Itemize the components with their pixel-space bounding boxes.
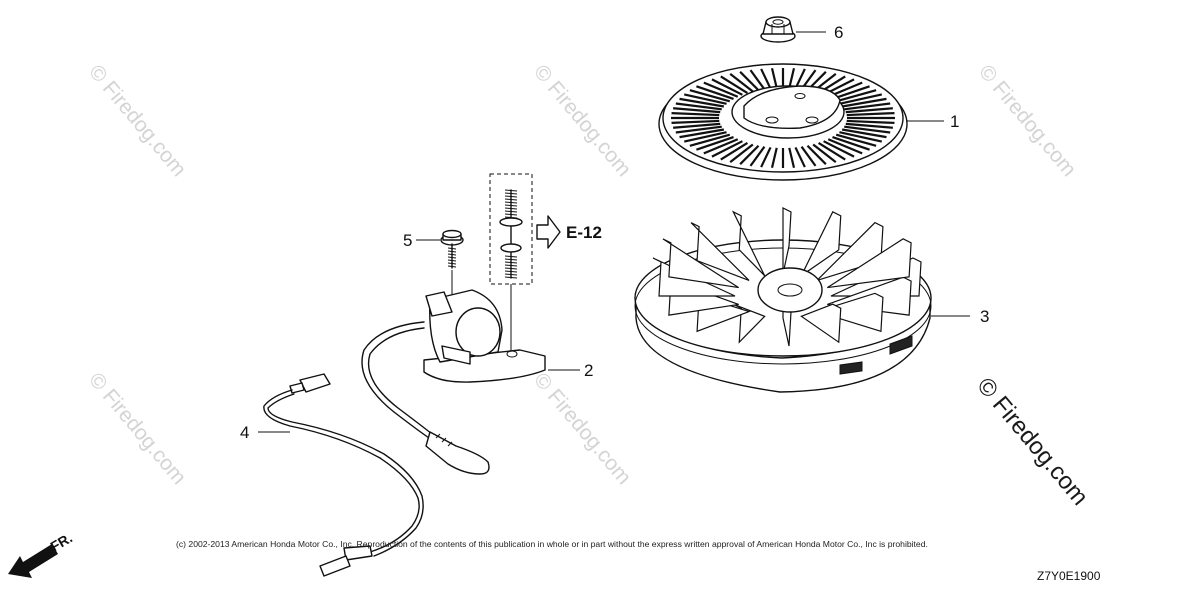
callout-5: 5 [403, 231, 412, 250]
front-direction-indicator: FR. [8, 529, 75, 578]
watermark-bottom-left: © Firedog.com [84, 368, 190, 489]
part-2-ignition-coil [361, 289, 580, 475]
diagram-code: Z7Y0E1900 [1037, 569, 1101, 583]
watermark-top-right: © Firedog.com [974, 60, 1080, 181]
reference-arrow-icon [536, 215, 561, 249]
callout-labels: 1 2 3 4 5 6 [240, 23, 989, 442]
copyright-notice: (c) 2002-2013 American Honda Motor Co., … [176, 539, 928, 549]
reference-label: E-12 [566, 223, 602, 242]
part-1-cooling-screen [658, 63, 944, 181]
watermark-top-left: © Firedog.com [84, 60, 190, 181]
callout-3: 3 [980, 307, 989, 326]
screen-slots [671, 67, 895, 169]
flywheel-fins [652, 207, 922, 347]
part-3-flywheel [634, 207, 970, 393]
part-4-stop-wire [258, 373, 424, 577]
callout-2: 2 [584, 361, 593, 380]
bolt-threads [447, 247, 457, 268]
watermark-prominent: © Firedog.com [971, 373, 1093, 511]
bolt-assembly: E-12 [489, 173, 602, 352]
watermark-bottom-center: © Firedog.com [529, 368, 635, 489]
watermark-top-center: © Firedog.com [529, 60, 635, 181]
part-5-bolt [416, 229, 464, 300]
stud-threads [504, 189, 518, 279]
part-6-flange-nut [760, 16, 826, 43]
callout-6: 6 [834, 23, 843, 42]
callout-1: 1 [950, 112, 959, 131]
front-arrow-icon [8, 544, 58, 578]
watermark-layer: © Firedog.com © Firedog.com © Firedog.co… [84, 60, 1093, 510]
callout-4: 4 [240, 423, 249, 442]
